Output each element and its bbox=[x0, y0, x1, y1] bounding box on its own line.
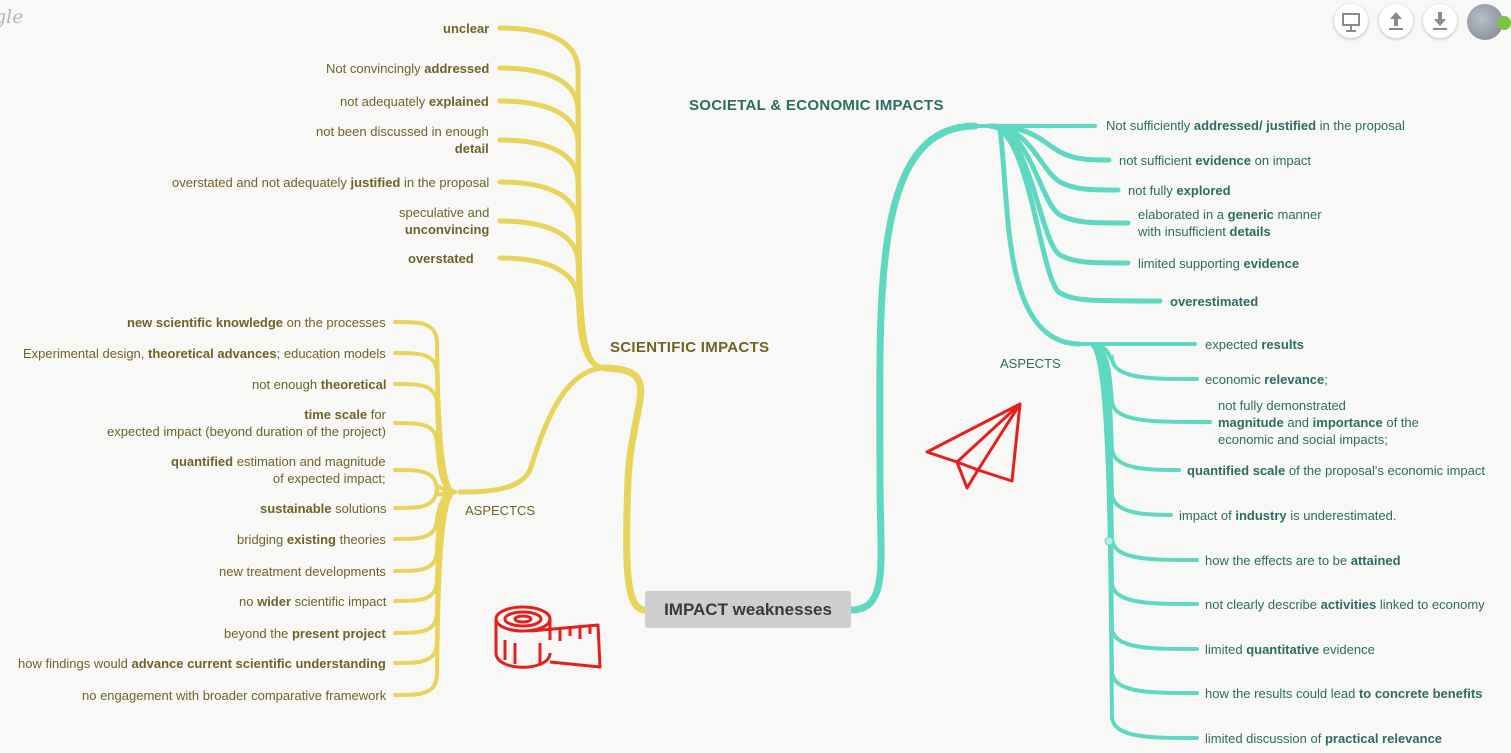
societal-direct-item[interactable]: limited supporting evidence bbox=[1138, 255, 1299, 272]
scientific-aspect-item[interactable]: sustainable solutions bbox=[260, 500, 386, 517]
scientific-aspect-item[interactable]: how findings would advance current scien… bbox=[18, 655, 386, 672]
societal-aspect-item[interactable]: how the effects are to be attained bbox=[1205, 552, 1401, 569]
scientific-direct-item[interactable]: unclear bbox=[443, 20, 489, 37]
measuring-tape-icon bbox=[496, 607, 600, 667]
societal-impacts-node[interactable]: SOCIETAL & ECONOMIC IMPACTS bbox=[689, 97, 944, 114]
online-status-dot bbox=[1497, 16, 1511, 30]
scientific-aspect-item[interactable]: no wider scientific impact bbox=[239, 593, 386, 610]
scientific-aspect-item[interactable]: bridging existing theories bbox=[237, 531, 386, 548]
societal-aspect-item[interactable]: quantified scale of the proposal's econo… bbox=[1187, 462, 1485, 479]
scientific-direct-item[interactable]: Not convincingly addressed bbox=[326, 60, 489, 77]
upload-button[interactable] bbox=[1379, 4, 1413, 38]
societal-direct-item[interactable]: overestimated bbox=[1170, 293, 1258, 310]
societal-aspect-item[interactable]: how the results could lead to concrete b… bbox=[1205, 685, 1482, 702]
download-button[interactable] bbox=[1423, 4, 1457, 38]
societal-direct-item[interactable]: Not sufficiently addressed/ justified in… bbox=[1106, 117, 1405, 134]
presentation-button[interactable] bbox=[1334, 4, 1368, 38]
scientific-aspect-item[interactable]: beyond the present project bbox=[224, 625, 386, 642]
scientific-aspect-item[interactable]: Experimental design, theoretical advance… bbox=[23, 345, 386, 362]
scientific-aspect-item[interactable]: not enough theoretical bbox=[252, 376, 386, 393]
scientific-direct-item[interactable]: overstated and not adequately justified … bbox=[172, 174, 489, 191]
scientific-direct-item[interactable]: overstated bbox=[408, 250, 474, 267]
societal-direct-item[interactable]: not sufficient evidence on impact bbox=[1119, 152, 1311, 169]
upload-icon bbox=[1379, 4, 1413, 38]
scientific-direct-item[interactable]: not adequately explained bbox=[340, 93, 489, 110]
scientific-impacts-node[interactable]: SCIENTIFIC IMPACTS bbox=[610, 339, 769, 356]
paper-plane-icon bbox=[927, 404, 1020, 488]
societal-aspect-item[interactable]: limited discussion of practical relevanc… bbox=[1205, 730, 1442, 747]
scientific-aspect-item[interactable]: new scientific knowledge on the processe… bbox=[127, 314, 386, 331]
scientific-aspects-node[interactable]: ASPECTCS bbox=[465, 503, 535, 518]
presentation-icon bbox=[1334, 4, 1368, 38]
central-topic[interactable]: IMPACT weaknesses bbox=[645, 591, 851, 628]
societal-aspect-item[interactable]: not clearly describe activities linked t… bbox=[1205, 596, 1485, 613]
societal-aspect-item[interactable]: economic relevance; bbox=[1205, 371, 1328, 388]
download-icon bbox=[1423, 4, 1457, 38]
branch-node-dot bbox=[1105, 537, 1113, 545]
societal-aspect-item[interactable]: expected results bbox=[1205, 336, 1304, 353]
scientific-aspect-item[interactable]: new treatment developments bbox=[219, 563, 386, 580]
societal-aspect-item[interactable]: limited quantitative evidence bbox=[1205, 641, 1375, 658]
scientific-aspect-item[interactable]: no engagement with broader comparative f… bbox=[82, 687, 386, 704]
app-logo[interactable]: gle bbox=[0, 6, 23, 28]
societal-direct-item[interactable]: not fully explored bbox=[1128, 182, 1231, 199]
societal-aspect-item[interactable]: impact of industry is underestimated. bbox=[1179, 507, 1397, 524]
societal-aspects-node[interactable]: ASPECTS bbox=[1000, 356, 1061, 371]
